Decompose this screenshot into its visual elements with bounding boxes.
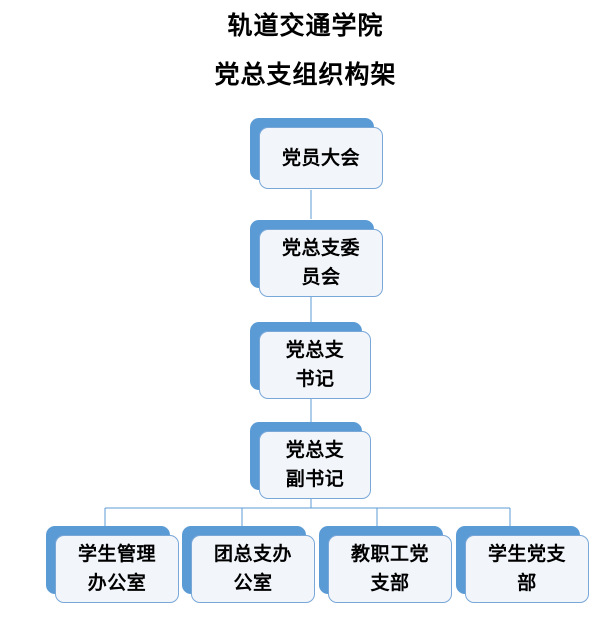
chart-title-line-1: 轨道交通学院 xyxy=(227,13,384,40)
org-node-face[interactable]: 党总支 副书记 xyxy=(259,431,371,499)
org-node-label: 团总支办 公室 xyxy=(213,544,292,594)
org-node-face[interactable]: 党总支 书记 xyxy=(259,331,371,399)
org-node-faculty-staff-party-branch[interactable]: 教职工党 支部 xyxy=(319,526,452,603)
org-node-face[interactable]: 学生管理 办公室 xyxy=(55,535,179,603)
org-node-face[interactable]: 教职工党 支部 xyxy=(328,535,452,603)
org-node-youth-league-office[interactable]: 团总支办 公室 xyxy=(182,526,315,603)
org-node-label: 学生管理 办公室 xyxy=(77,544,156,594)
org-node-label: 党员大会 xyxy=(281,147,360,169)
org-node-student-affairs-office[interactable]: 学生管理 办公室 xyxy=(46,526,179,603)
org-node-label: 教职工党 支部 xyxy=(350,544,429,594)
org-node-party-branch-deputy-secretary[interactable]: 党总支 副书记 xyxy=(250,422,371,499)
org-node-party-branch-committee[interactable]: 党总支委 员会 xyxy=(250,220,383,297)
org-node-label: 党总支 书记 xyxy=(285,340,345,390)
org-node-face[interactable]: 党总支委 员会 xyxy=(259,229,383,297)
org-node-party-member-assembly[interactable]: 党员大会 xyxy=(250,118,383,189)
org-node-label: 学生党支 部 xyxy=(487,544,566,594)
org-node-face[interactable]: 党员大会 xyxy=(259,127,383,189)
chart-title-line-2: 党总支组织构架 xyxy=(214,62,397,89)
org-node-face[interactable]: 团总支办 公室 xyxy=(191,535,315,603)
org-node-face[interactable]: 学生党支 部 xyxy=(465,535,589,603)
org-node-label: 党总支委 员会 xyxy=(281,238,360,288)
org-node-student-party-branch[interactable]: 学生党支 部 xyxy=(456,526,589,603)
org-node-label: 党总支 副书记 xyxy=(285,440,345,490)
org-node-party-branch-secretary[interactable]: 党总支 书记 xyxy=(250,322,371,399)
